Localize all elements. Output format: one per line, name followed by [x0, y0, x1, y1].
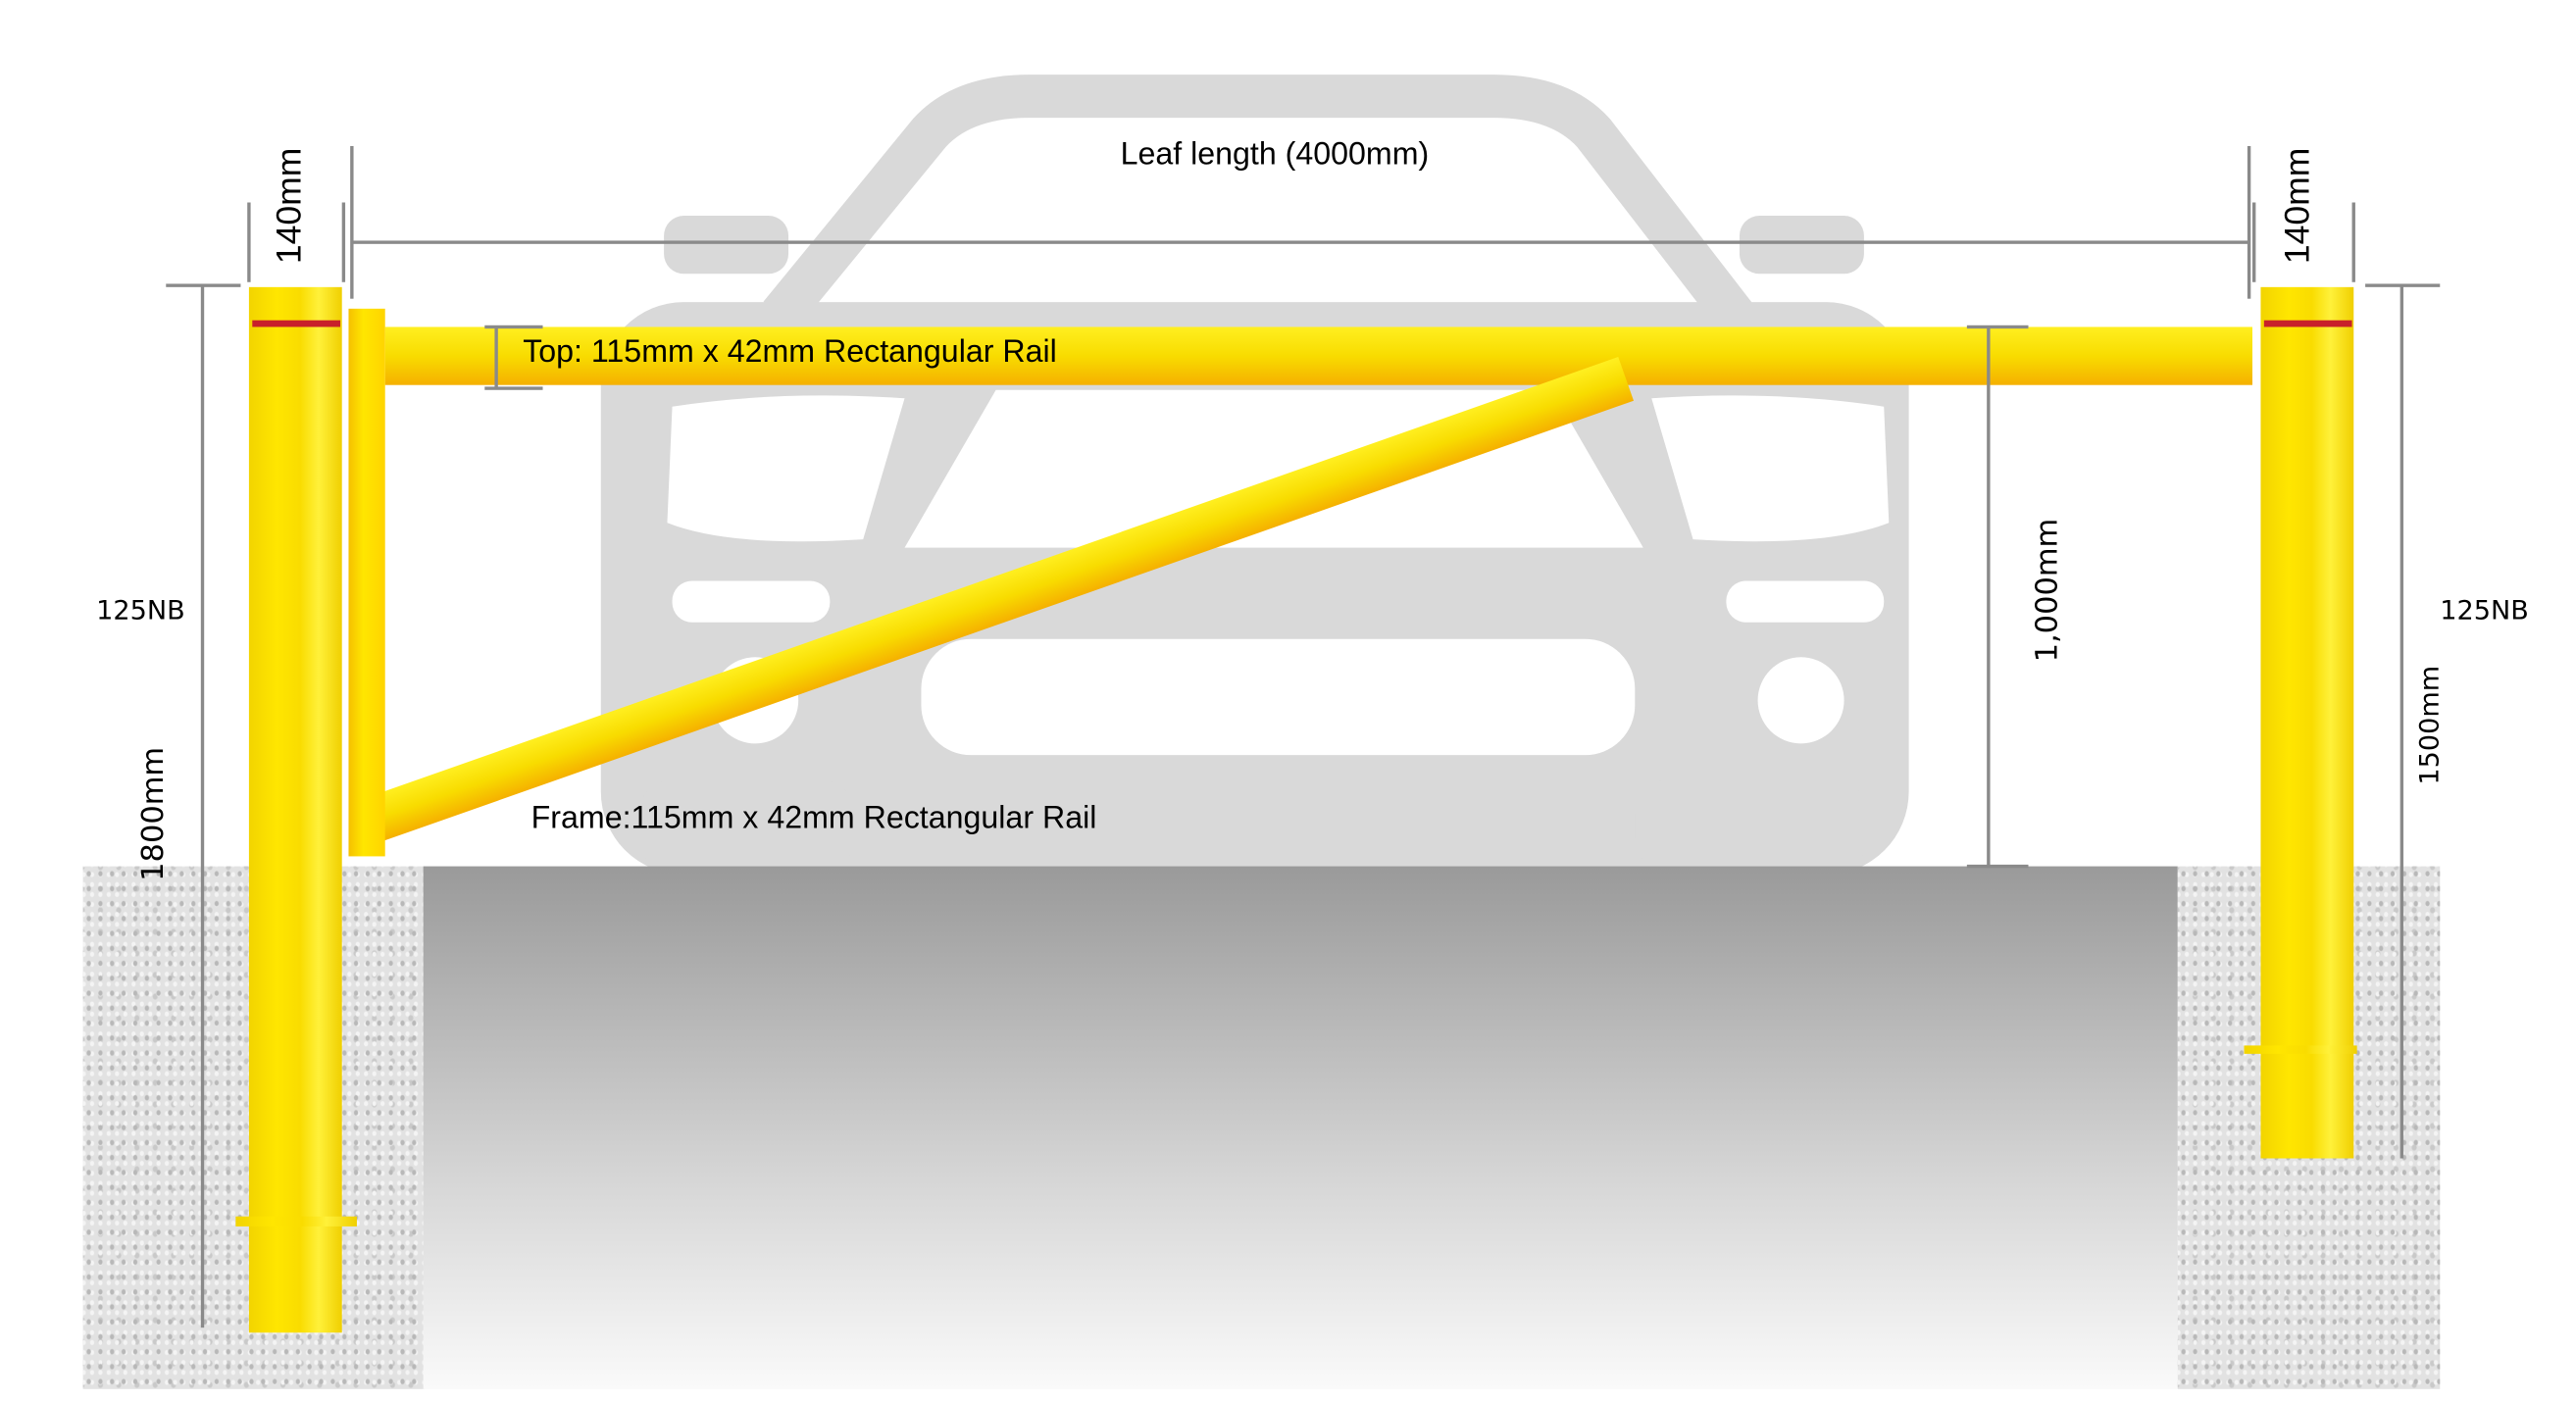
dimension-tick [341, 202, 346, 282]
dimension-tick [484, 386, 543, 390]
right-reflective-band [2263, 320, 2352, 327]
right-post-width-label: 140mm [2279, 147, 2318, 265]
right-pipe-size-label: 125NB [2440, 593, 2529, 626]
left-post-height-label: 1800mm [135, 746, 172, 881]
leaf-length-label: Leaf length (4000mm) [1120, 137, 1430, 174]
dimension-tick [350, 145, 354, 299]
frame-rail-label: Frame:115mm x 42mm Rectangular Rail [530, 801, 1097, 837]
dimension-tick [2251, 202, 2256, 282]
left-post-width-label: 140mm [270, 147, 309, 265]
dimension-tick [247, 202, 251, 282]
dimension-tick [166, 283, 241, 287]
rail-size-bracket [494, 326, 498, 389]
left-reflective-band [252, 320, 341, 327]
top-rail-label: Top: 115mm x 42mm Rectangular Rail [523, 334, 1057, 371]
dimension-tick [2247, 145, 2251, 299]
dimension-tick [1966, 864, 2029, 869]
frame-vertical-rail [348, 308, 385, 857]
leaf-length-dimension-line [351, 240, 2249, 244]
left-pipe-size-label: 125NB [96, 593, 185, 626]
right-post-height-label: 1500mm [2413, 665, 2446, 785]
left-height-dimension-line [200, 285, 205, 1328]
dimension-tick [2351, 202, 2355, 282]
dimension-tick [1966, 325, 2029, 329]
right-post [2260, 286, 2354, 1159]
right-height-dimension-line [2399, 285, 2404, 1159]
top-rail [384, 326, 2252, 385]
left-base-collar [235, 1216, 357, 1227]
dimension-tick [484, 325, 543, 329]
gate-height-label: 1,000mm [2030, 518, 2065, 663]
left-post [248, 286, 342, 1333]
driveway [423, 866, 2178, 1389]
right-base-collar [2244, 1045, 2357, 1054]
dimension-tick [2365, 283, 2441, 287]
gate-height-dimension-line [1987, 326, 1991, 869]
